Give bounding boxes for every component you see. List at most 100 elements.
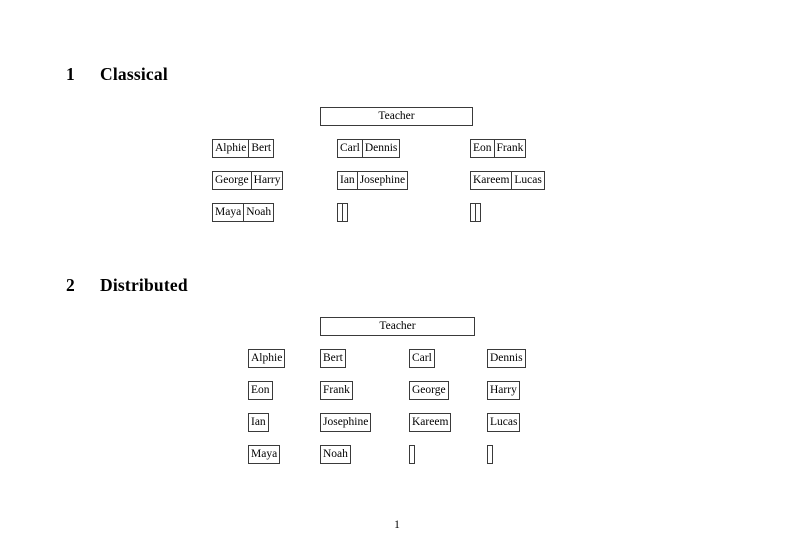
teacher-cell: Teacher bbox=[320, 107, 473, 126]
student-cell: Frank bbox=[493, 139, 527, 158]
table-row: Alphie bbox=[247, 349, 286, 368]
table-row: Dennis bbox=[487, 349, 526, 368]
student-cell: George bbox=[212, 171, 252, 190]
distributed-box: Harry bbox=[487, 381, 520, 400]
student-cell: George bbox=[409, 381, 449, 400]
table-row: Alphie Bert bbox=[211, 139, 275, 158]
distributed-box: Frank bbox=[320, 381, 353, 400]
student-box-table: Maya bbox=[247, 445, 281, 464]
student-box-table: Ian bbox=[248, 413, 269, 432]
section-heading-classical: 1 Classical bbox=[66, 64, 168, 85]
student-pair-table: Kareem Lucas bbox=[469, 171, 545, 190]
classical-group-left-row-0: Alphie Bert bbox=[211, 139, 275, 158]
table-row: George bbox=[409, 381, 449, 400]
student-pair-table: George Harry bbox=[212, 171, 284, 190]
student-box-table: Eon bbox=[248, 381, 273, 400]
student-cell: Harry bbox=[487, 381, 520, 400]
student-cell: Josephine bbox=[319, 413, 372, 432]
distributed-box: Lucas bbox=[486, 413, 521, 432]
student-cell: Ian bbox=[248, 413, 269, 432]
table-row: Carl bbox=[409, 349, 435, 368]
student-cell: Kareem bbox=[469, 171, 513, 190]
table-row: Maya bbox=[247, 445, 281, 464]
distributed-box: Carl bbox=[409, 349, 435, 368]
student-cell-empty bbox=[475, 203, 481, 222]
student-cell: Carl bbox=[409, 349, 435, 368]
table-row: Kareem bbox=[408, 413, 452, 432]
classical-group-right-row-0: Eon Frank bbox=[470, 139, 527, 158]
table-row: Eon bbox=[248, 381, 273, 400]
section-number: 2 bbox=[66, 275, 75, 295]
student-cell: Eon bbox=[248, 381, 273, 400]
student-cell: Maya bbox=[211, 203, 245, 222]
student-cell: Dennis bbox=[361, 139, 401, 158]
distributed-box: Dennis bbox=[487, 349, 526, 368]
table-row bbox=[470, 203, 481, 222]
table-row: Harry bbox=[487, 381, 520, 400]
teacher-table: Teacher bbox=[320, 107, 473, 126]
section-number: 1 bbox=[66, 64, 75, 84]
table-row: Eon Frank bbox=[470, 139, 527, 158]
distributed-box: Ian bbox=[248, 413, 269, 432]
table-row: Noah bbox=[320, 445, 351, 464]
student-box-table: Carl bbox=[409, 349, 435, 368]
student-cell: Kareem bbox=[408, 413, 452, 432]
distributed-box: George bbox=[409, 381, 449, 400]
teacher-cell: Teacher bbox=[320, 317, 475, 336]
table-row: Bert bbox=[320, 349, 346, 368]
student-pair-table: Ian Josephine bbox=[337, 171, 409, 190]
table-row: Lucas bbox=[486, 413, 521, 432]
distributed-box: Kareem bbox=[408, 413, 452, 432]
teacher-box-distributed: Teacher bbox=[320, 317, 475, 336]
table-row: Josephine bbox=[319, 413, 372, 432]
student-pair-table: Alphie Bert bbox=[211, 139, 275, 158]
student-box-table: Josephine bbox=[319, 413, 372, 432]
student-box-table: Alphie bbox=[247, 349, 286, 368]
section-title: Distributed bbox=[100, 275, 188, 295]
student-box-table: Lucas bbox=[486, 413, 521, 432]
table-row: Maya Noah bbox=[211, 203, 275, 222]
student-cell: Noah bbox=[320, 445, 351, 464]
table-row: Kareem Lucas bbox=[469, 171, 545, 190]
distributed-box: Noah bbox=[320, 445, 351, 464]
student-box-table: Kareem bbox=[408, 413, 452, 432]
table-row bbox=[337, 203, 348, 222]
student-pair-table: Maya Noah bbox=[211, 203, 275, 222]
classical-group-middle-row-0: Carl Dennis bbox=[337, 139, 401, 158]
section-title: Classical bbox=[100, 64, 168, 84]
student-cell: Bert bbox=[320, 349, 346, 368]
page-number: 1 bbox=[394, 519, 400, 531]
student-cell: Carl bbox=[337, 139, 363, 158]
student-pair-table: Carl Dennis bbox=[337, 139, 401, 158]
teacher-table: Teacher bbox=[320, 317, 475, 336]
student-cell-empty bbox=[409, 445, 415, 464]
student-cell: Dennis bbox=[487, 349, 526, 368]
table-row bbox=[409, 445, 415, 464]
classical-group-middle-row-1: Ian Josephine bbox=[337, 171, 409, 190]
student-box-table: Frank bbox=[320, 381, 353, 400]
student-cell: Maya bbox=[247, 445, 281, 464]
table-row: Frank bbox=[320, 381, 353, 400]
student-cell: Alphie bbox=[247, 349, 286, 368]
student-cell: Lucas bbox=[511, 171, 545, 190]
distributed-box: Maya bbox=[247, 445, 281, 464]
classical-group-middle-row-2 bbox=[337, 203, 348, 222]
student-box-table bbox=[409, 445, 415, 464]
student-cell: Ian bbox=[337, 171, 358, 190]
student-pair-table: Eon Frank bbox=[470, 139, 527, 158]
table-row bbox=[487, 445, 493, 464]
student-cell: Eon bbox=[470, 139, 495, 158]
student-cell: Lucas bbox=[486, 413, 521, 432]
student-box-table: Noah bbox=[320, 445, 351, 464]
student-cell: Alphie bbox=[211, 139, 250, 158]
student-box-table: Bert bbox=[320, 349, 346, 368]
student-cell: Harry bbox=[250, 171, 284, 190]
student-box-table bbox=[487, 445, 493, 464]
distributed-box: Bert bbox=[320, 349, 346, 368]
student-cell-empty bbox=[487, 445, 493, 464]
distributed-box-empty bbox=[487, 445, 493, 464]
section-heading-distributed: 2 Distributed bbox=[66, 275, 188, 296]
classical-group-right-row-2 bbox=[470, 203, 481, 222]
table-row: Teacher bbox=[320, 107, 473, 126]
